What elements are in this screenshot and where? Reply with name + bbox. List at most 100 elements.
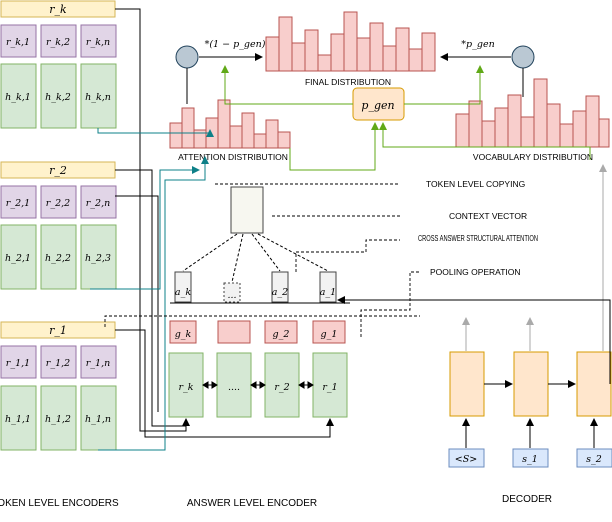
bidirectional-links [202, 381, 314, 389]
p-gen-arrows [221, 65, 591, 171]
context-vector-label: CONTEXT VECTOR [449, 211, 527, 221]
attention-links [182, 233, 329, 283]
encoder-1-label-r2: r_1,2 [46, 358, 70, 369]
encoder-2-header-label: r_2 [49, 164, 67, 177]
decoder-cell-3 [576, 351, 612, 417]
final-distribution-label: FINAL DISTRIBUTION [305, 77, 391, 87]
left-gate-circle [175, 45, 199, 69]
decoder-cell-2 [513, 351, 549, 417]
encoder-1-header-label: r_1 [49, 324, 67, 337]
encoder-1-cell-r2 [40, 345, 77, 379]
encoder-2-label-h1: h_2,1 [5, 253, 31, 264]
encoder-1-cell-hn [80, 385, 117, 451]
a-box-dots [223, 282, 241, 303]
encoder-1-label-h2: h_1,2 [45, 414, 71, 425]
encoder-k-cell-h2 [40, 63, 77, 129]
encoder-1-label-rn: r_1,n [86, 358, 110, 369]
encoder-2: r_2 r_2,1 r_2,2 r_2,n h_2,1 h_2,2 h_2,3 [0, 161, 117, 290]
a-label-dots: ... [227, 290, 236, 301]
encoder-k-label-r1: r_k,1 [6, 37, 30, 48]
a-box-k [174, 271, 192, 303]
decoder-to-a1-arrow [337, 296, 611, 384]
decoder-input-s2-label: s_2 [586, 454, 602, 465]
decoder-input-start-label: <S> [455, 454, 477, 465]
decoder-caption: DECODER [502, 494, 552, 505]
encoder-1-label-r1: r_1,1 [6, 358, 30, 369]
answer-level-encoder: g_k g_2 g_1 r_k .... r_2 r_1 a_k ... a_2… [168, 186, 350, 418]
encoder-2-label-r1: r_2,1 [6, 198, 30, 209]
encoder-2-cell-r1 [0, 185, 37, 219]
rnn-label-2: r_2 [274, 382, 289, 393]
answer-rnn-cell-k [168, 352, 204, 418]
cross-answer-attention-label: CROSS ANSWER STRUCTURAL ATTENTION [418, 233, 538, 243]
encoder-k-label-hn: h_k,n [85, 92, 111, 103]
final-distribution-chart [265, 11, 436, 72]
right-gate-circle [511, 45, 535, 69]
encoder-k-label-h2: h_k,2 [45, 92, 71, 103]
encoder-1: r_1 r_1,1 r_1,2 r_1,n h_1,1 h_1,2 h_1,n [0, 321, 117, 451]
dashed-annotation-lines [104, 183, 420, 337]
decoder-cell-1 [449, 351, 485, 417]
token-level-encoders-caption: TOKEN LEVEL ENCODERS [0, 498, 119, 509]
a-label-2: a_2 [272, 287, 288, 298]
encoder-1-cell-h2 [40, 385, 77, 451]
encoder-k-cell-h1 [0, 63, 37, 129]
encoder-k-cell-r1 [0, 24, 37, 58]
encoder-2-cell-r2 [40, 185, 77, 219]
vocabulary-distribution-label: VOCABULARY DISTRIBUTION [473, 152, 593, 162]
encoder-2-label-h2: h_2,2 [45, 253, 71, 264]
answer-rnn-cell-2 [264, 352, 300, 418]
decoder-input-s1-label: s_1 [522, 454, 538, 465]
answer-level-encoder-caption: ANSWER LEVEL ENCODER [187, 498, 317, 509]
a-label-1: a_1 [320, 287, 336, 298]
encoder-k-label-r2: r_k,2 [46, 37, 70, 48]
decoder-input-s1 [512, 448, 549, 468]
encoder-2-label-rn: r_2,n [86, 198, 110, 209]
g-box-2 [264, 320, 298, 344]
g-label-k: g_k [175, 329, 192, 340]
encoder-to-answer-lines [115, 8, 334, 438]
encoder-k-cell-rn [80, 24, 117, 58]
g-box-dots [217, 320, 251, 344]
attention-distribution-chart [169, 99, 291, 149]
encoder-2-cell-h1 [0, 224, 37, 290]
encoder-2-cell-h3 [80, 224, 117, 290]
encoder-2-label-h3: h_2,3 [85, 253, 111, 264]
encoder-k: r_k r_k,1 r_k,2 r_k,n h_k,1 h_k,2 h_k,n [0, 0, 117, 129]
decoder-input-start [448, 448, 485, 468]
weight-left-label: *(1 − p_gen) [205, 39, 266, 50]
decoder-input-s2 [576, 448, 612, 468]
encoder-2-label-r2: r_2,2 [46, 198, 70, 209]
hidden-to-attention-arrows [90, 128, 214, 451]
encoder-1-cell-h1 [0, 385, 37, 451]
encoder-1-label-hn: h_1,n [85, 414, 111, 425]
g-label-2: g_2 [273, 329, 290, 340]
a-box-1 [319, 271, 337, 303]
a-label-k: a_k [175, 287, 191, 298]
token-level-copying-label: TOKEN LEVEL COPYING [426, 179, 525, 189]
attention-distribution-label: ATTENTION DISTRIBUTION [178, 152, 288, 162]
encoder-2-cell-h2 [40, 224, 77, 290]
encoder-k-label-h1: h_k,1 [5, 92, 31, 103]
a-box-2 [271, 271, 289, 303]
pooling-operation-label: POOLING OPERATION [430, 267, 521, 277]
encoder-1-cell-r1 [0, 345, 37, 379]
rnn-label-k: r_k [178, 382, 193, 393]
encoder-2-cell-rn [80, 185, 117, 219]
encoder-k-cell-r2 [40, 24, 77, 58]
encoder-k-header-label: r_k [49, 3, 67, 16]
p-gen-label: p_gen [361, 99, 394, 112]
weight-right-label: *p_gen [461, 39, 494, 50]
g-label-1: g_1 [321, 329, 338, 340]
encoder-1-label-h1: h_1,1 [5, 414, 31, 425]
answer-rnn-cell-dots [216, 352, 252, 418]
context-vector-box [230, 186, 264, 234]
vocabulary-distribution-chart [455, 78, 610, 148]
decoder: <S> s_1 s_2 [448, 164, 612, 468]
rnn-label-dots: .... [228, 382, 240, 393]
encoder-k-label-rn: r_k,n [86, 37, 110, 48]
g-box-1 [312, 320, 346, 344]
g-box-k [169, 320, 197, 344]
rnn-label-1: r_1 [322, 382, 337, 393]
